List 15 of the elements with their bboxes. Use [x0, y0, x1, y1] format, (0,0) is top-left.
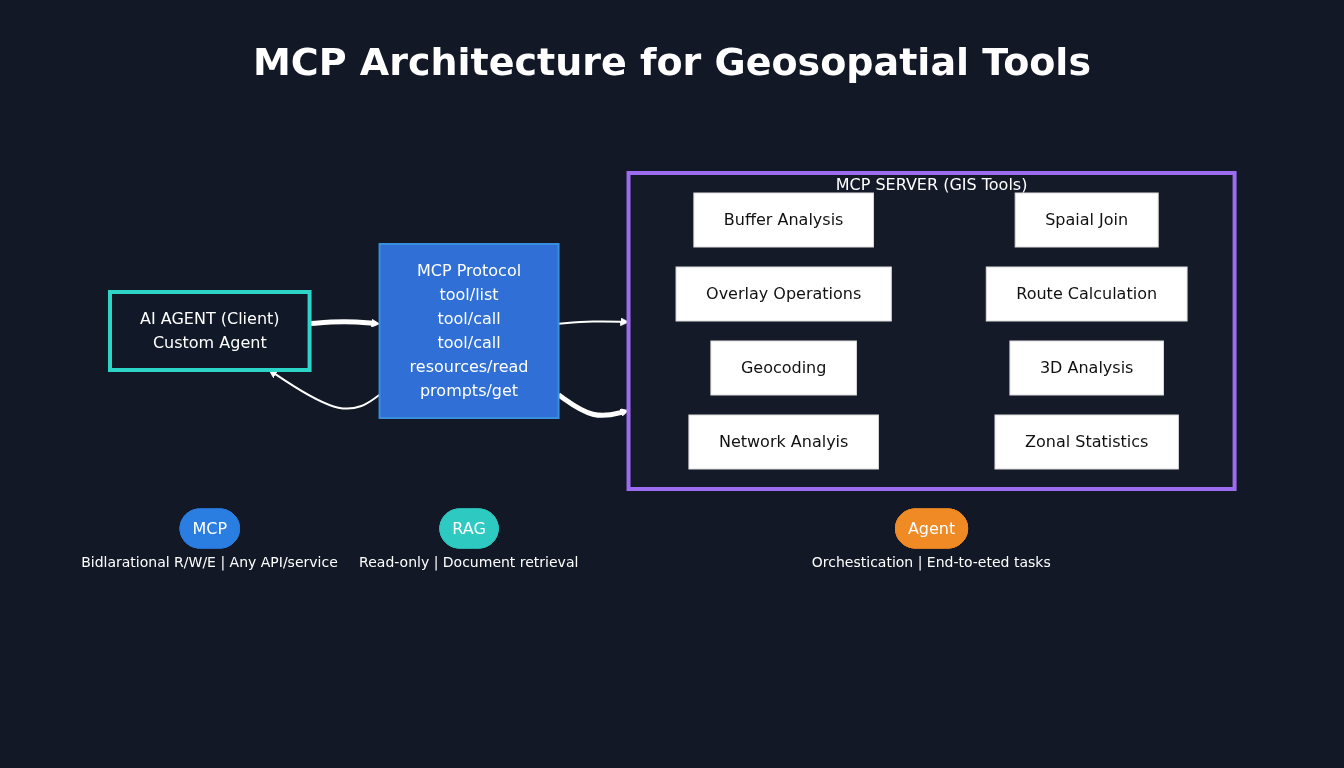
- node-box: Spaial Join: [1014, 192, 1159, 247]
- node-box: MCP Protocol tool/list tool/call tool/call resources/read prompts/get: [378, 242, 560, 419]
- node-box: 3D Analysis: [1009, 340, 1164, 395]
- node-box: Network Analyis: [688, 414, 879, 469]
- node-box: Zonal Statistics: [994, 414, 1179, 469]
- node-box: AI AGENT (Client) Custom Agent: [107, 289, 312, 372]
- arrow: [309, 318, 380, 328]
- badge-description: Bidlarational R/W/E | Any API/service: [81, 553, 338, 570]
- node-box: Geocoding: [710, 340, 857, 395]
- title: MCP Architecture for Geosopatial Tools: [252, 39, 1092, 86]
- badge-description: Orchestication | End-to-eted tasks: [811, 553, 1051, 570]
- badge-description: Read-only | Document retrieval: [359, 553, 579, 570]
- node-box: Buffer Analysis: [693, 192, 874, 247]
- node-box: Route Calculation: [985, 266, 1188, 321]
- node-box: Overlay Operations: [675, 266, 892, 321]
